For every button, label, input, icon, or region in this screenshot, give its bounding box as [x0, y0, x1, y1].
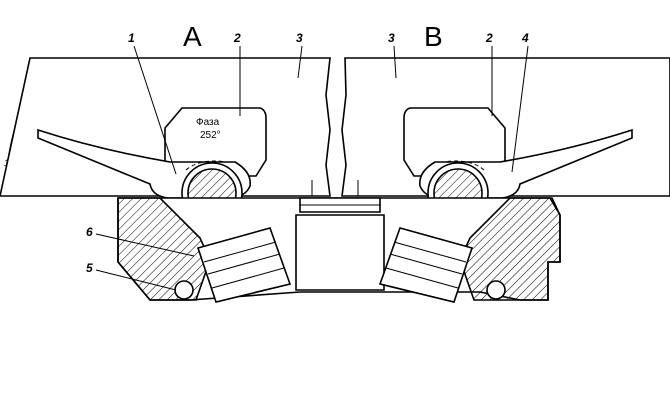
phase-title: Фаза	[196, 117, 220, 128]
callouts: 1 2 3 3 2 4 6 5	[86, 31, 529, 291]
callout-3-right: 3	[388, 31, 395, 45]
phase-value: 252°	[200, 130, 221, 141]
view-b-label: B	[424, 21, 443, 52]
callout-2-right: 2	[485, 31, 493, 45]
callout-4: 4	[521, 31, 529, 45]
callout-5: 5	[86, 261, 93, 275]
view-a-label: A	[183, 21, 202, 52]
callout-3-left: 3	[296, 31, 303, 45]
callout-6: 6	[86, 225, 93, 239]
callout-2-left: 2	[233, 31, 241, 45]
right-valve-spring	[378, 227, 506, 303]
left-valve-spring	[174, 227, 292, 303]
top-plate	[0, 57, 670, 197]
callout-1: 1	[128, 31, 135, 45]
